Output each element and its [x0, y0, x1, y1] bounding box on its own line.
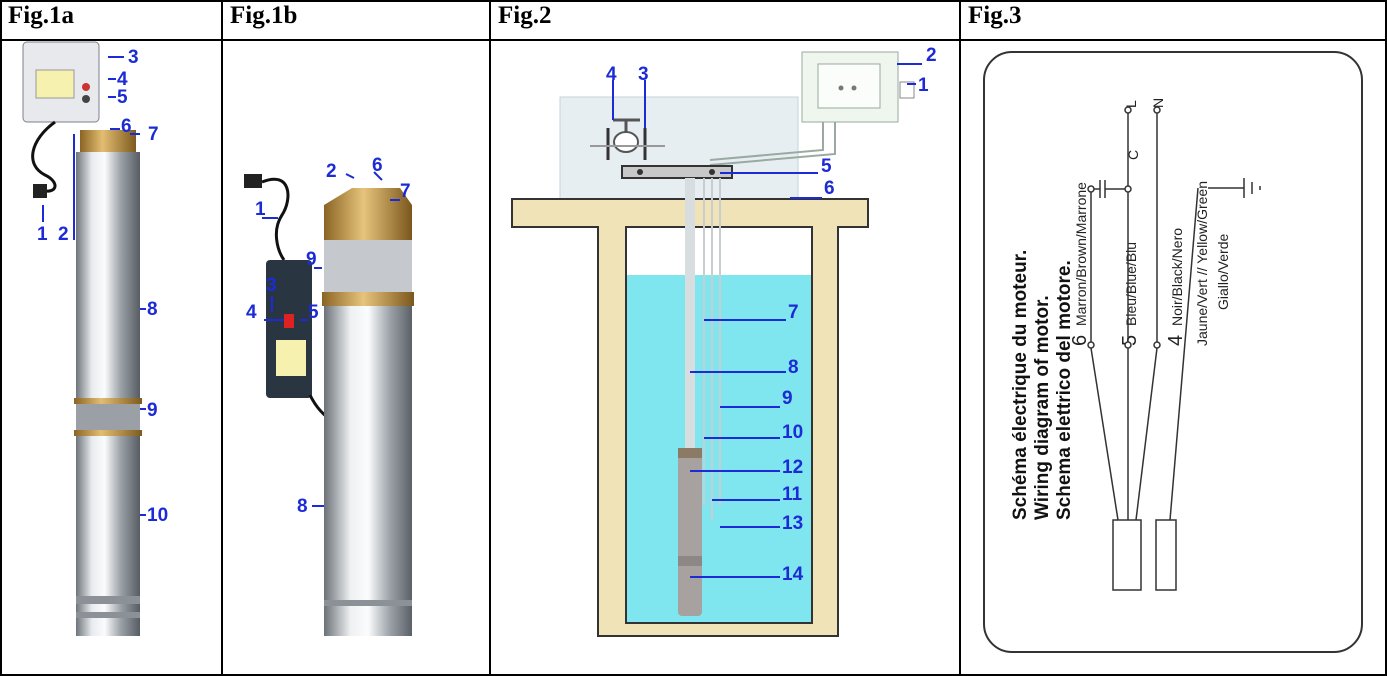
heading-line-3: Schema elettrico del motore.	[1054, 260, 1075, 520]
svg-text:Giallo/Verde: Giallo/Verde	[1215, 234, 1231, 310]
wire-4-color: Noir/Black/Nero	[1169, 228, 1185, 326]
fig1a-callout-5: 5	[117, 87, 128, 108]
svg-text:L: L	[1123, 100, 1139, 108]
control-box	[22, 41, 100, 123]
fig1a-callout-1: 1	[37, 224, 48, 245]
fig2-drawing: 2 1 4 3 5 6 7 8 9 10 12 11 13 14	[511, 45, 937, 637]
fig3-drawing: Schéma électrique du moteur. Wiring diag…	[983, 51, 1363, 653]
wire-6-label: 6 Marron/Brown/Marrone	[1069, 182, 1091, 346]
fig1b-callout-9: 9	[306, 249, 317, 270]
fig1b-callout-7: 7	[400, 181, 411, 202]
fig2-callout-1: 1	[918, 75, 929, 96]
fig2-callout-3: 3	[638, 64, 649, 85]
fig2-callout-7: 7	[788, 302, 799, 323]
fig1b-callout-4: 4	[246, 302, 257, 323]
wire-6-color: Marron/Brown/Marrone	[1073, 182, 1089, 326]
fig3-cell: Fig.3 Schéma électrique du moteur. Wirin…	[960, 0, 1387, 676]
submersible-pump	[678, 448, 702, 616]
fig2-callout-2: 2	[926, 45, 937, 66]
power-cable	[31, 120, 57, 193]
plug	[244, 174, 262, 188]
fig2-cell: Fig.2	[490, 0, 960, 676]
plug	[33, 184, 47, 198]
fig2-callout-4: 4	[606, 64, 617, 85]
fig2-callout-5: 5	[821, 156, 832, 177]
heading-line-2: Wiring diagram of motor.	[1032, 295, 1053, 520]
fig1b-callout-5: 5	[308, 302, 319, 323]
fig2-callout-12: 12	[782, 457, 803, 478]
fig2-callout-11: 11	[782, 484, 803, 505]
power-cable	[261, 177, 290, 261]
fig2-callout-9: 9	[782, 388, 793, 409]
fig2-callout-6: 6	[824, 178, 835, 199]
fig1a-cell: Fig.1a	[0, 0, 222, 676]
fig1a-callout-8: 8	[147, 299, 158, 320]
pump-body	[74, 130, 142, 636]
fig1a-callout-2: 2	[58, 224, 69, 245]
wire-4-num: 4	[1165, 335, 1187, 346]
fig1b-callout-1: 1	[255, 199, 266, 220]
fig1a-callout-6: 6	[121, 116, 132, 137]
heading-line-1: Schéma électrique du moteur.	[1010, 250, 1031, 520]
terminal-L: L	[1123, 100, 1139, 108]
fig2-callout-14: 14	[782, 564, 804, 585]
fig1a-callout-9: 9	[147, 400, 158, 421]
pump-body	[322, 188, 414, 636]
fig2-callout-13: 13	[782, 513, 803, 534]
fig1b-drawing: 1 2 6 7 9 3 4 5 8	[244, 155, 414, 636]
fig1a-callout-10: 10	[147, 505, 168, 526]
house-area	[559, 96, 799, 200]
fig1b-callout-3: 3	[266, 275, 277, 296]
fig2-callout-8: 8	[788, 357, 799, 378]
fig2-callout-10: 10	[782, 422, 803, 443]
wire-5-color: Bleu/Blue/Blu	[1123, 242, 1139, 326]
fig1a-drawing: 3 4 5 6 7 1 2 8 9 10	[22, 41, 168, 636]
ground-label-2: Giallo/Verde	[1215, 234, 1231, 310]
fig1b-cell: Fig.1b	[222, 0, 490, 676]
fig1b-callout-6: 6	[372, 155, 383, 176]
fig1b-callout-8: 8	[297, 496, 308, 517]
fig1a-callout-3: 3	[128, 47, 139, 68]
fig1a-callout-7: 7	[148, 124, 159, 145]
fig1b-callout-2: 2	[326, 161, 337, 182]
